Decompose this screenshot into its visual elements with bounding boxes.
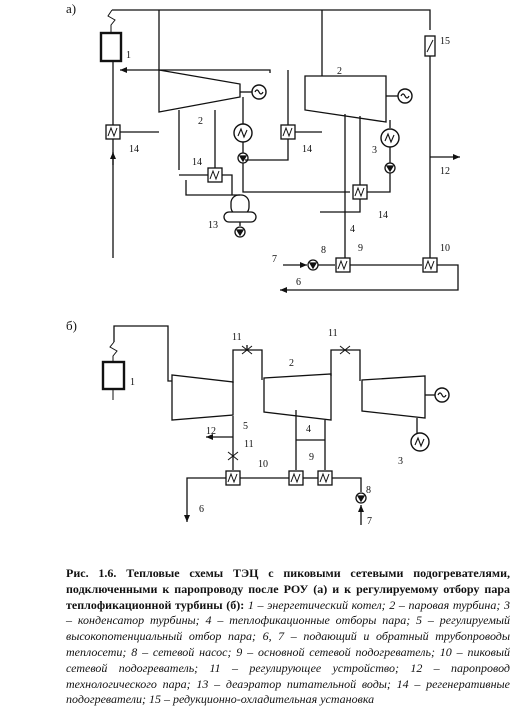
label-extractions-b: 4 [306,424,311,435]
diagram-a: а) 1 15 12 2 [66,1,460,293]
condenser-right-a [380,128,400,148]
diagram-b: б) 1 2 11 11 3 5 12 11 [66,318,450,527]
pump-left-a [237,152,249,164]
heater-14-right [280,124,296,140]
label-turbine-right-a: 2 [337,66,342,77]
network-pump-b [355,492,367,504]
label-heater-14-bottom: 14 [378,210,388,221]
label-condenser-b: 3 [398,456,403,467]
peak-heater-a [422,257,438,273]
label-deaerator: 13 [208,220,218,231]
label-valve-left-b: 11 [232,332,242,343]
main-steam-line-b [113,325,172,382]
heater-14-bottom [352,184,368,200]
figure-caption: Рис. 1.6. Тепловые схемы ТЭЦ с пиковыми … [66,566,510,708]
label-peak-heater-a: 10 [440,243,450,254]
turbine-hp-b [171,374,234,421]
label-turbine-b: 2 [289,358,294,369]
label-heater-14-right: 14 [302,144,312,155]
condenser-b [410,432,430,452]
label-extractions-a: 4 [350,224,355,235]
thermal-schemes: а) 1 15 12 2 [66,1,460,527]
heater-14-mid [207,167,223,183]
generator-right-a [397,88,413,104]
label-pump-b: 8 [366,485,371,496]
label-heater-14-mid: 14 [192,157,202,168]
label-pump-a: 8 [321,245,326,256]
pump-deaerator [234,226,246,238]
caption-title: Рис. 1.6. Тепловые схемы ТЭЦ с пиковыми … [66,566,510,612]
heater-14-left [105,124,121,140]
turbine-right-a [304,75,387,123]
boiler-a [99,9,123,63]
label-main-heaters-b: 9 [309,452,314,463]
label-boiler-a: 1 [126,50,131,61]
rou-15 [424,35,436,57]
main-heater-b2 [317,470,333,486]
label-heater-14-left: 14 [129,144,139,155]
condenser-left-a [233,123,253,143]
label-supply-a: 6 [296,277,301,288]
label-turbine-left-a: 2 [198,116,203,127]
valve-lower-b [227,451,239,461]
label-extraction-5: 5 [243,421,248,432]
label-main-heater-a: 9 [358,243,363,254]
label-boiler-b: 1 [130,377,135,388]
boiler-b [101,341,126,391]
caption-body: 1 – энергетический котел; 2 – паровая ту… [66,597,510,707]
generator-b [434,387,450,403]
label-rou: 15 [440,36,450,47]
main-heater-b1 [288,470,304,486]
part-label-a: а) [66,1,76,16]
label-process-steam-a: 12 [440,166,450,177]
turbine-ip-b [263,373,332,421]
label-valve-lower-b: 11 [244,439,254,450]
valve-right-b [339,345,351,355]
turbine-left-a [158,69,241,113]
label-process-steam-b: 12 [206,426,216,437]
generator-left-a [251,84,267,100]
network-pump-a [307,259,319,271]
label-return-a: 7 [272,254,277,265]
main-heater-a [335,257,351,273]
part-label-b: б) [66,318,77,333]
label-peak-heater-b: 10 [258,459,268,470]
label-valve-right-b: 11 [328,328,338,339]
main-steam-line-a [112,9,431,30]
label-return-b: 7 [367,516,372,527]
peak-heater-b [225,470,241,486]
pump-condenser-a [384,162,396,174]
label-supply-b: 6 [199,504,204,515]
label-condenser-a: 3 [372,145,377,156]
turbine-lp-b [361,375,426,419]
deaerator-13 [223,194,257,226]
